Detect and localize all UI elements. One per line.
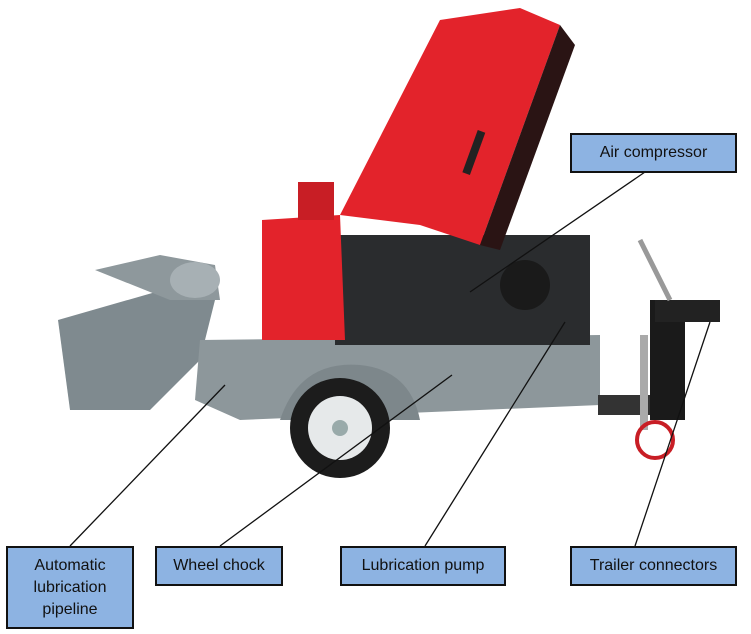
label-lubrication-pump: Lubrication pump — [340, 546, 506, 586]
leader-line-trailer-connectors — [634, 321, 711, 547]
label-wheel-chock: Wheel chock — [155, 546, 283, 586]
label-air-compressor: Air compressor — [570, 133, 737, 173]
leader-line-lubrication-pipeline — [69, 384, 226, 547]
leader-line-lubrication-pump — [424, 321, 566, 547]
hopper — [58, 255, 220, 410]
tow-bar — [598, 238, 720, 460]
leader-line-air-compressor — [469, 171, 646, 293]
leader-line-wheel-chock — [219, 374, 453, 547]
wheel — [280, 364, 420, 478]
label-automatic-lubrication-pipeline: Automatic lubrication pipeline — [6, 546, 134, 629]
label-trailer-connectors: Trailer connectors — [570, 546, 737, 586]
leader-lines — [69, 171, 711, 547]
lid — [340, 8, 575, 250]
